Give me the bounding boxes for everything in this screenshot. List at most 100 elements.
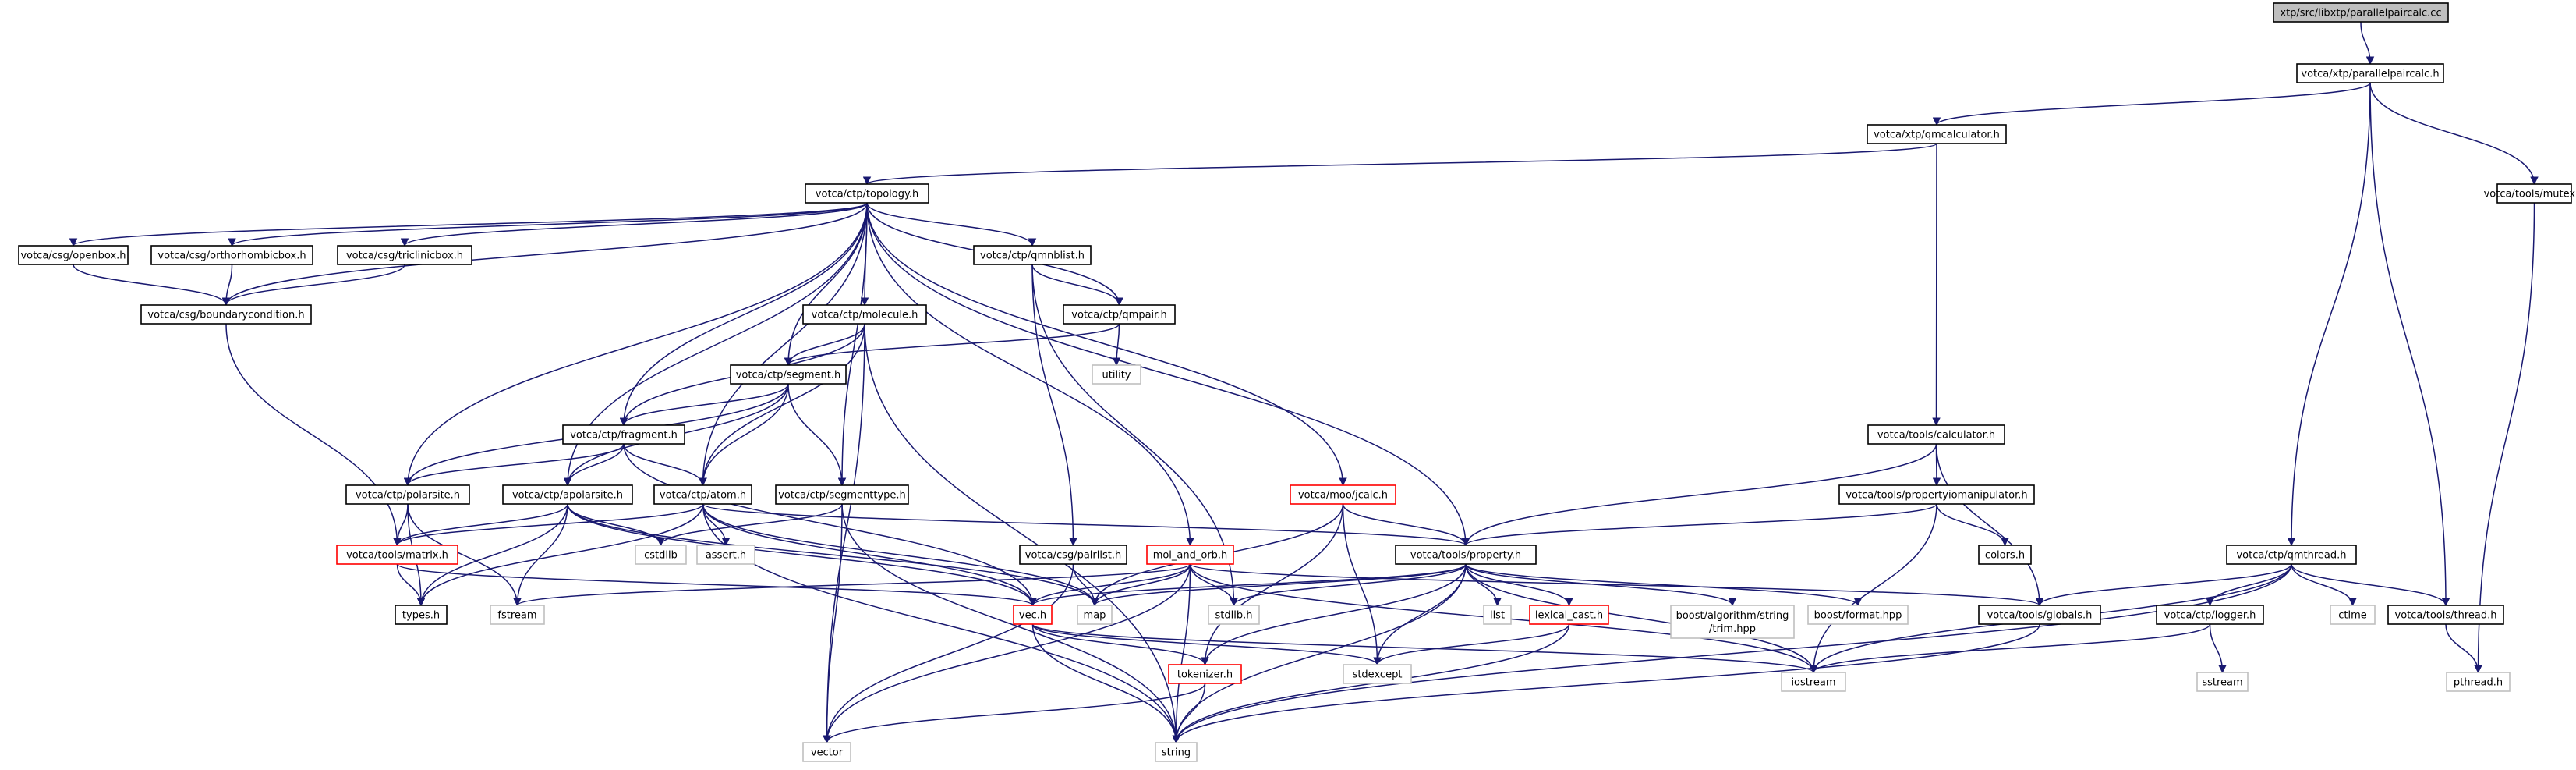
node-stdexcept: stdexcept bbox=[1343, 664, 1412, 684]
node-votca-ctp-qmthread-h[interactable]: votca/ctp/qmthread.h bbox=[2226, 545, 2357, 565]
node-label: votca/moo/jcalc.h bbox=[1298, 490, 1388, 502]
node-box bbox=[1013, 605, 1053, 625]
node-types-h[interactable]: types.h bbox=[395, 605, 448, 625]
node-box bbox=[345, 484, 470, 505]
node-box bbox=[635, 545, 687, 565]
node-votca-tools-matrix-h[interactable]: votca/tools/matrix.h bbox=[336, 545, 458, 565]
node-label: votca/csg/boundarycondition.h bbox=[147, 310, 304, 321]
node-mol-and-orb-h[interactable]: mol_and_orb.h bbox=[1146, 545, 1234, 565]
node-xtp-src-libxtp-parallelpaircalc-cc[interactable]: xtp/src/libxtp/parallelpaircalc.cc bbox=[2273, 2, 2449, 23]
node-votca-ctp-segmenttype-h[interactable]: votca/ctp/segmenttype.h bbox=[775, 484, 909, 505]
node-votca-tools-calculator-h[interactable]: votca/tools/calculator.h bbox=[1867, 424, 2005, 445]
node-box bbox=[2496, 183, 2572, 204]
node-colors-h[interactable]: colors.h bbox=[1978, 545, 2032, 565]
edge-apolarsite-to-vec bbox=[567, 503, 1037, 607]
node-votca-ctp-molecule-h[interactable]: votca/ctp/molecule.h bbox=[802, 304, 927, 325]
node-box bbox=[1168, 664, 1242, 684]
edge-apolarsite-to-matrix bbox=[393, 503, 568, 547]
edge-property-to-iostream bbox=[1465, 563, 1818, 674]
node-label: votca/ctp/fragment.h bbox=[570, 430, 678, 442]
node-box bbox=[2226, 545, 2357, 565]
edge-qmnblist-to-stdlib bbox=[1031, 264, 1238, 607]
node-label: ctime bbox=[2338, 610, 2367, 622]
node-tokenizer-h[interactable]: tokenizer.h bbox=[1168, 664, 1242, 684]
node-votca-ctp-qmnblist-h[interactable]: votca/ctp/qmnblist.h bbox=[973, 245, 1092, 265]
node-votca-csg-openbox-h[interactable]: votca/csg/openbox.h bbox=[18, 245, 129, 265]
node-label: vec.h bbox=[1019, 610, 1046, 622]
node-box bbox=[1867, 124, 2007, 144]
node-label: types.h bbox=[402, 610, 440, 622]
edge-property-to-map bbox=[1090, 563, 1467, 607]
node-votca-csg-orthorhombicbox-h[interactable]: votca/csg/orthorhombicbox.h bbox=[150, 245, 313, 265]
edge-propmanip-to-iostream bbox=[1809, 503, 1937, 674]
node-string: string bbox=[1155, 742, 1198, 762]
node-lexical-cast-h[interactable]: lexical_cast.h bbox=[1529, 605, 1609, 625]
edge-topo-to-tricbox bbox=[400, 202, 868, 247]
edge-property-to-stdexcept bbox=[1373, 563, 1467, 666]
node-label: votca/ctp/qmnblist.h bbox=[980, 250, 1085, 262]
edge-propmanip-to-property bbox=[1461, 503, 1937, 547]
node-box bbox=[1395, 545, 1537, 565]
node-box bbox=[1781, 672, 1846, 692]
edge-topo-to-fragment bbox=[619, 202, 868, 427]
node-label: votca/csg/orthorhombicbox.h bbox=[157, 250, 306, 262]
node-votca-tools-propertyiomanipulator-h[interactable]: votca/tools/propertyiomanipulator.h bbox=[1838, 484, 2035, 505]
node-box bbox=[1978, 605, 2101, 625]
node-box bbox=[502, 484, 633, 505]
edge-qmpair-to-segment bbox=[784, 323, 1120, 367]
node-votca-ctp-logger-h[interactable]: votca/ctp/logger.h bbox=[2156, 605, 2264, 625]
edge-topo-to-openbox bbox=[69, 202, 868, 247]
node-votca-csg-boundarycondition-h[interactable]: votca/csg/boundarycondition.h bbox=[140, 304, 312, 325]
node-label: votca/csg/triclinicbox.h bbox=[346, 250, 463, 262]
node-label: votca/ctp/qmpair.h bbox=[1071, 310, 1166, 321]
node-label: colors.h bbox=[1985, 550, 2025, 562]
edge-qmthread-to-string bbox=[1172, 563, 2292, 744]
node-votca-ctp-atom-h[interactable]: votca/ctp/atom.h bbox=[653, 484, 752, 505]
edge-polarsite-to-fstream bbox=[407, 503, 522, 607]
node-votca-ctp-fragment-h[interactable]: votca/ctp/fragment.h bbox=[562, 424, 685, 445]
node-label: votca/tools/mutex.h bbox=[2484, 189, 2576, 200]
node-votca-ctp-topology-h[interactable]: votca/ctp/topology.h bbox=[805, 183, 929, 204]
node-votca-moo-jcalc-h[interactable]: votca/moo/jcalc.h bbox=[1290, 484, 1396, 505]
node-label: iostream bbox=[1791, 677, 1835, 689]
node-assert-h: assert.h bbox=[696, 545, 755, 565]
node-pthread-h: pthread.h bbox=[2446, 672, 2511, 692]
node-votca-ctp-polarsite-h[interactable]: votca/ctp/polarsite.h bbox=[345, 484, 470, 505]
node-votca-tools-property-h[interactable]: votca/tools/property.h bbox=[1395, 545, 1537, 565]
node-votca-csg-triclinicbox-h[interactable]: votca/csg/triclinicbox.h bbox=[337, 245, 472, 265]
node-box bbox=[562, 424, 685, 445]
edge-molecule-to-string bbox=[864, 323, 1180, 744]
node-label: assert.h bbox=[706, 550, 746, 562]
node-votca-xtp-qmcalculator-h[interactable]: votca/xtp/qmcalculator.h bbox=[1867, 124, 2007, 144]
node-votca-xtp-parallelpaircalc-h[interactable]: votca/xtp/parallelpaircalc.h bbox=[2296, 63, 2444, 83]
edge-calculator-to-property bbox=[1461, 443, 1937, 547]
node-label: votca/tools/matrix.h bbox=[346, 550, 448, 562]
edge-apolarsite-to-map bbox=[567, 503, 1099, 607]
node-utility: utility bbox=[1092, 364, 1141, 385]
node-label: mol_and_orb.h bbox=[1153, 550, 1228, 562]
edge-atom-to-vec bbox=[702, 503, 1037, 607]
node-votca-tools-mutex-h[interactable]: votca/tools/mutex.h bbox=[2484, 183, 2576, 204]
node-votca-ctp-apolarsite-h[interactable]: votca/ctp/apolarsite.h bbox=[502, 484, 633, 505]
node-box bbox=[2296, 63, 2444, 83]
node-fstream: fstream bbox=[490, 605, 545, 625]
node-box bbox=[1838, 484, 2035, 505]
node-votca-tools-globals-h[interactable]: votca/tools/globals.h bbox=[1978, 605, 2101, 625]
node-vec-h[interactable]: vec.h bbox=[1013, 605, 1053, 625]
node-vector: vector bbox=[802, 742, 851, 762]
node-boost-format-hpp: boost/format.hpp bbox=[1807, 605, 1909, 625]
node-votca-csg-pairlist-h[interactable]: votca/csg/pairlist.h bbox=[1019, 545, 1127, 565]
node-label: votca/xtp/qmcalculator.h bbox=[1874, 130, 2000, 141]
node-votca-ctp-qmpair-h[interactable]: votca/ctp/qmpair.h bbox=[1063, 304, 1176, 325]
edge-ppc-to-qmcalc bbox=[1932, 82, 2371, 126]
node-box bbox=[802, 304, 927, 325]
edge-fragment-to-polarsite bbox=[403, 443, 625, 487]
edge-qmpair-to-utility bbox=[1112, 323, 1121, 367]
node-votca-tools-thread-h[interactable]: votca/tools/thread.h bbox=[2387, 605, 2504, 625]
edge-molecule-to-atom bbox=[699, 323, 865, 487]
node-votca-ctp-segment-h[interactable]: votca/ctp/segment.h bbox=[730, 364, 847, 385]
nodes-layer: xtp/src/libxtp/parallelpaircalc.cc votca/… bbox=[18, 2, 2576, 762]
node-box bbox=[18, 245, 129, 265]
node-box bbox=[1155, 742, 1198, 762]
